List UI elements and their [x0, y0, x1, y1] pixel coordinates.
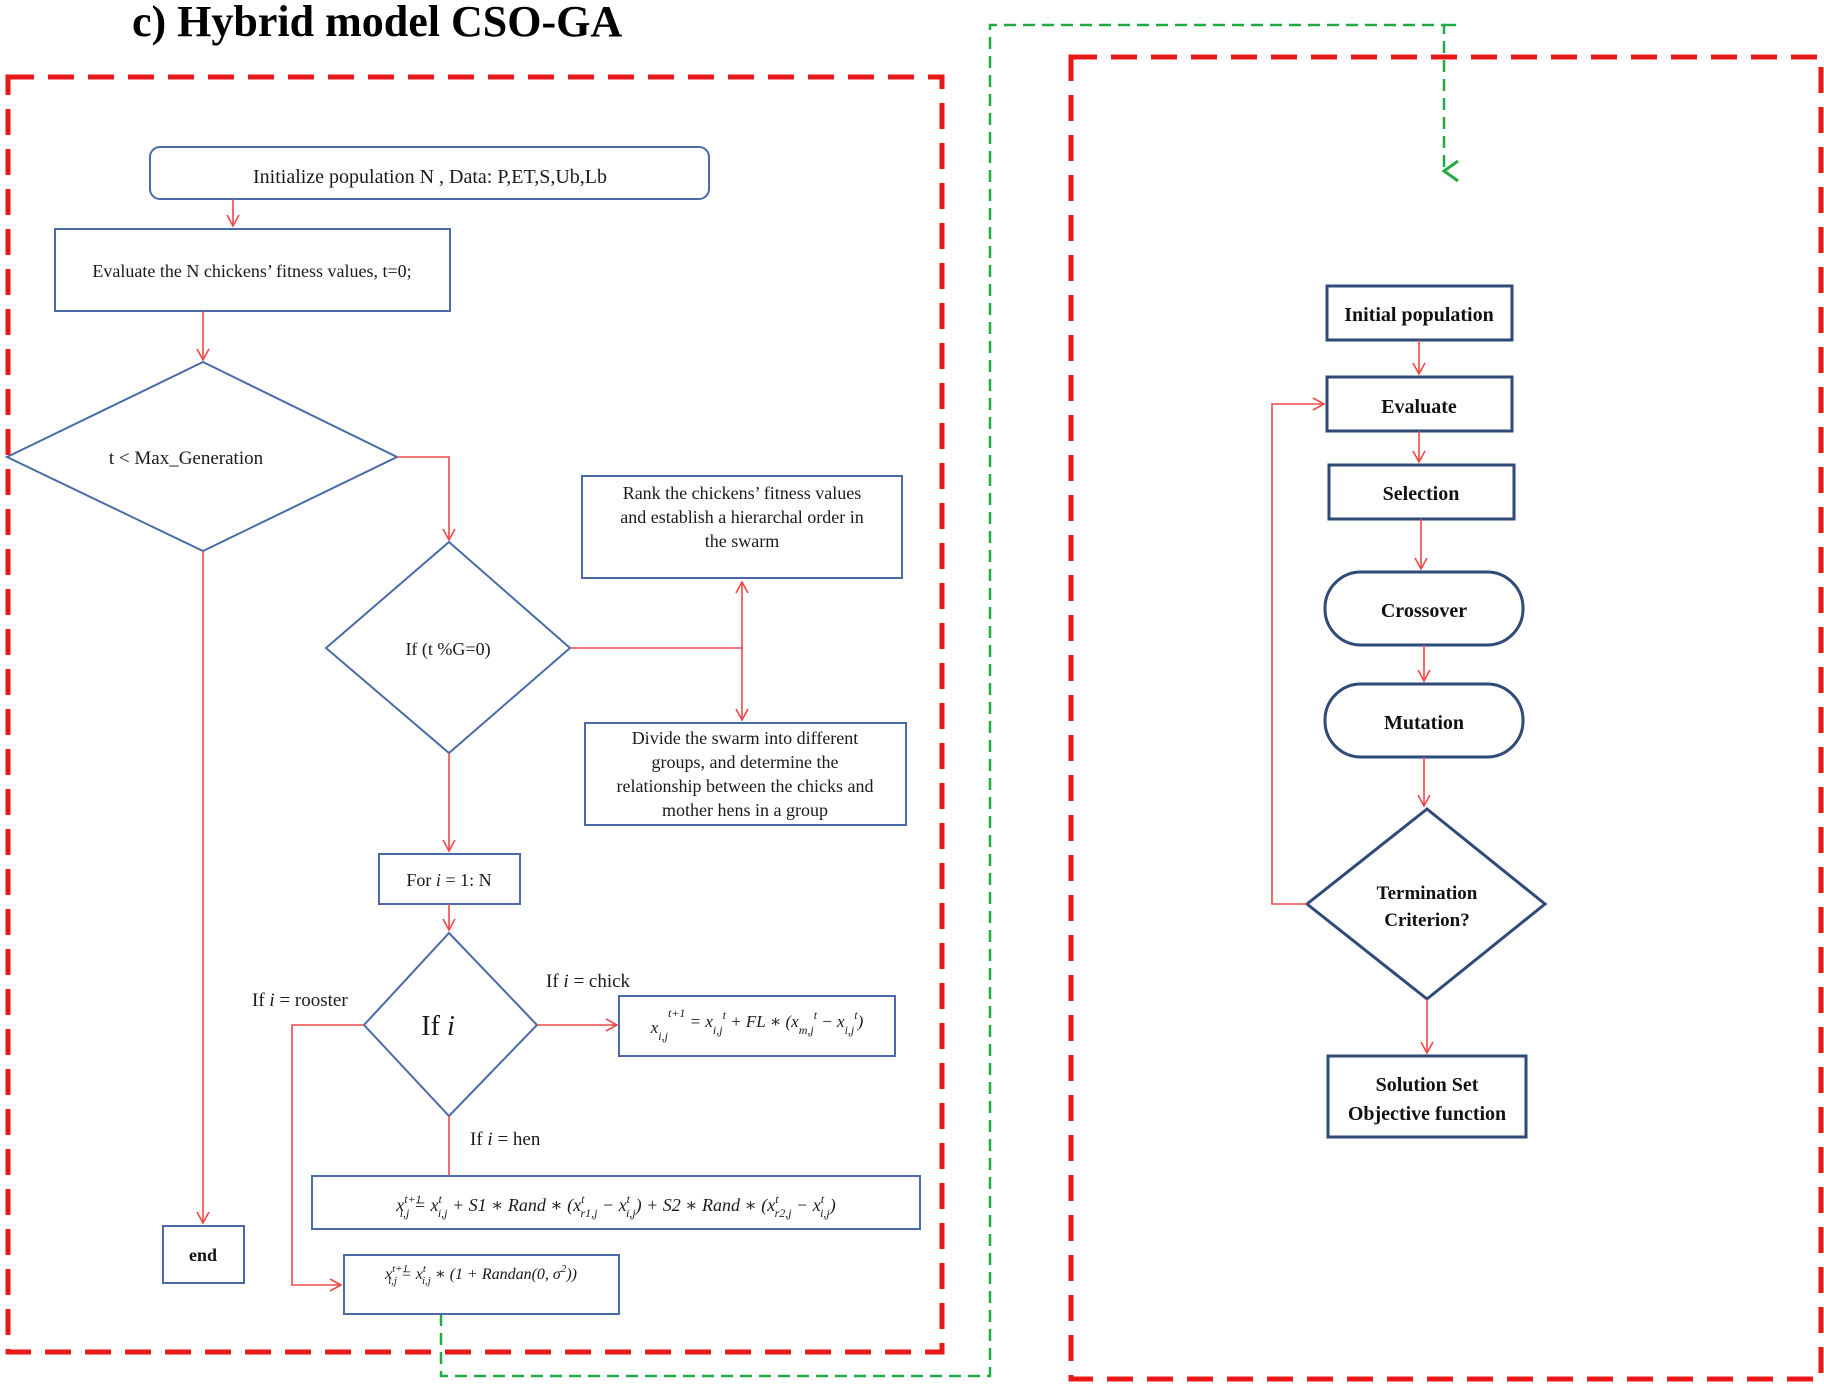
end-text: end: [189, 1245, 217, 1265]
hen-formula-box: [311, 1175, 921, 1230]
ga-frame: [1068, 54, 1824, 1382]
arrow-loop-g: [397, 456, 456, 542]
divide-line-4: mother hens in a group: [662, 800, 828, 820]
ga-selection-box: [1327, 463, 1516, 521]
rank-line-1: Rank the chickens’ fitness values: [623, 483, 862, 503]
ga-solution-box: [1326, 1054, 1528, 1139]
ga-selection-text: Selection: [1383, 483, 1460, 505]
ga-termination-decision: [1304, 807, 1548, 1001]
init-box: [149, 146, 710, 200]
ga-termination-line-1: Termination: [1377, 883, 1478, 904]
for-prefix: For: [406, 870, 436, 890]
cso-frame: [5, 74, 945, 1355]
figure-title: c) Hybrid model CSO-GA: [132, 0, 622, 46]
ga-initial-population-box: [1325, 284, 1514, 342]
g-condition-text: If (t %G=0): [405, 639, 490, 660]
ga-evaluate-text: Evaluate: [1381, 396, 1457, 418]
divide-line-2: groups, and determine the: [652, 752, 839, 772]
rank-box: [581, 475, 903, 579]
divide-line-1: Divide the swarm into different: [632, 728, 859, 748]
for-box: [378, 853, 521, 905]
divide-box: [584, 722, 907, 826]
divide-line-3: relationship between the chicks and: [617, 776, 874, 796]
evaluate-box: [54, 228, 451, 312]
arrow-termination-loop: [1271, 397, 1326, 905]
rooster-formula-box: [343, 1254, 620, 1315]
init-text: Initialize population N , Data: P,ET,S,U…: [253, 166, 607, 188]
ga-evaluate-box: [1325, 375, 1514, 433]
rank-line-2: and establish a hierarchal order in: [620, 507, 863, 527]
ga-crossover-text: Crossover: [1381, 600, 1467, 622]
loop-condition-text: t < Max_Generation: [109, 448, 264, 469]
ga-termination-line-2: Criterion?: [1384, 910, 1469, 931]
ga-solution-line-2: Objective function: [1348, 1103, 1506, 1125]
cso-to-ga-link: [439, 23, 1444, 1378]
ga-initial-population-text: Initial population: [1344, 304, 1494, 326]
chick-formula-box: [618, 995, 896, 1057]
label-rooster: If i = rooster: [252, 990, 348, 1011]
ga-mutation-text: Mutation: [1384, 712, 1464, 734]
arrow-rooster: [291, 1024, 364, 1292]
for-text: For i = 1: N: [406, 870, 491, 890]
ga-solution-line-1: Solution Set: [1376, 1074, 1479, 1096]
label-chick: If i = chick: [546, 971, 631, 992]
evaluate-text: Evaluate the N chickens’ fitness values,…: [92, 261, 411, 281]
end-box: [162, 1225, 245, 1284]
if-i-text: If i: [421, 1011, 454, 1042]
label-hen: If i = hen: [470, 1129, 541, 1150]
rank-line-3: the swarm: [705, 531, 779, 551]
